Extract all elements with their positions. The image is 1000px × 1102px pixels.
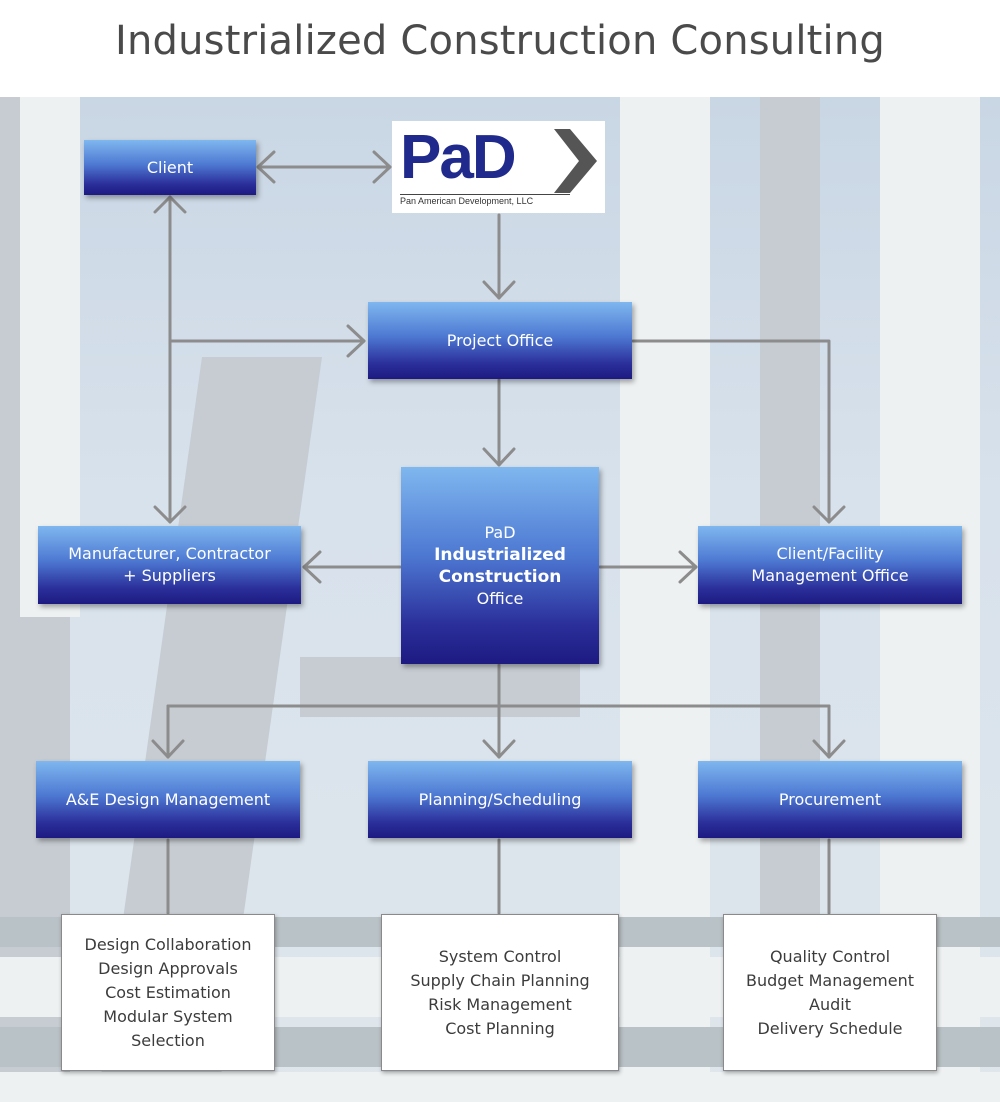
node-center-line4: Office bbox=[476, 588, 524, 608]
detail-ae-item: Design Approvals bbox=[98, 959, 238, 978]
node-center-line1: PaD bbox=[484, 522, 516, 542]
node-manufacturer: Manufacturer, Contractor + Suppliers bbox=[38, 526, 301, 604]
node-client: Client bbox=[84, 140, 256, 195]
node-manufacturer-line2: + Suppliers bbox=[123, 566, 216, 585]
node-facility-line1: Client/Facility bbox=[776, 544, 884, 563]
logo-wordmark: PaD bbox=[400, 123, 517, 192]
node-manufacturer-line1: Manufacturer, Contractor bbox=[68, 544, 271, 563]
detail-box-ae: Design Collaboration Design Approvals Co… bbox=[61, 914, 275, 1071]
node-ae-label: A&E Design Management bbox=[65, 789, 271, 809]
detail-box-planning: System Control Supply Chain Planning Ris… bbox=[381, 914, 619, 1071]
detail-procurement-item: Delivery Schedule bbox=[757, 1019, 903, 1038]
node-industrialized-construction-office: PaD Industrialized Construction Office bbox=[401, 467, 599, 664]
detail-planning-item: System Control bbox=[438, 947, 562, 966]
logo-company-name: Pan American Development, LLC bbox=[400, 194, 570, 206]
detail-planning-item: Supply Chain Planning bbox=[410, 971, 590, 990]
node-center-line2: Industrialized bbox=[434, 544, 566, 565]
detail-planning-item: Risk Management bbox=[428, 995, 572, 1014]
node-ae-design-management: A&E Design Management bbox=[36, 761, 300, 838]
detail-planning-item: Cost Planning bbox=[445, 1019, 555, 1038]
detail-box-procurement: Quality Control Budget Management Audit … bbox=[723, 914, 937, 1071]
node-planning-scheduling: Planning/Scheduling bbox=[368, 761, 632, 838]
connector-center-facility bbox=[598, 550, 698, 584]
node-project-office: Project Office bbox=[368, 302, 632, 379]
logo-chevron-icon bbox=[554, 129, 597, 193]
detail-ae-item: Design Collaboration bbox=[84, 935, 252, 954]
connector-project-facility bbox=[631, 339, 846, 524]
node-planning-label: Planning/Scheduling bbox=[418, 789, 582, 809]
detail-procurement-item: Quality Control bbox=[769, 947, 891, 966]
node-facility-management: Client/Facility Management Office bbox=[698, 526, 962, 604]
node-procurement-label: Procurement bbox=[778, 789, 882, 809]
connector-branch-project bbox=[168, 324, 366, 358]
connector-center-manufacturer bbox=[302, 550, 402, 584]
detail-ae-item: Cost Estimation bbox=[105, 983, 231, 1002]
node-project-office-label: Project Office bbox=[446, 330, 554, 350]
connector-client-manufacturer bbox=[153, 195, 187, 524]
detail-ae-item: Selection bbox=[131, 1031, 205, 1050]
connector-detail-lines bbox=[166, 838, 831, 915]
connector-center-bottom-row bbox=[151, 663, 846, 759]
connector-pad-project bbox=[482, 213, 516, 300]
pad-logo: PaD Pan American Development, LLC bbox=[392, 121, 605, 213]
connector-client-pad bbox=[256, 150, 392, 184]
page-title: Industrialized Construction Consulting bbox=[114, 18, 886, 64]
detail-procurement-item: Audit bbox=[809, 995, 851, 1014]
node-client-label: Client bbox=[146, 157, 194, 177]
connector-project-center bbox=[482, 378, 516, 467]
node-center-line3: Construction bbox=[438, 566, 562, 587]
detail-ae-item: Modular System bbox=[103, 1007, 233, 1026]
node-procurement: Procurement bbox=[698, 761, 962, 838]
detail-procurement-item: Budget Management bbox=[745, 971, 915, 990]
node-facility-line2: Management Office bbox=[751, 566, 909, 585]
